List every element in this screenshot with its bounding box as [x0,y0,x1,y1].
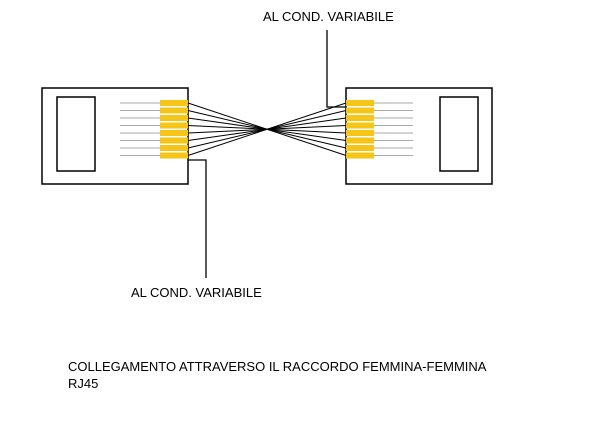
right-contact-pin [346,152,374,159]
left-rj45-connector [41,87,189,185]
diagram-caption-line-1: COLLEGAMENTO ATTRAVERSO IL RACCORDO FEMM… [68,359,487,374]
left-contact-pin [160,130,188,136]
left-contact-pin [160,137,188,144]
top-cable-leader [326,30,346,108]
left-contact-pin [160,152,188,159]
crossover-wire [187,102,347,156]
right-connector-contacts [346,100,374,159]
left-contact-pin [160,107,188,114]
diagram-caption-line-2: RJ45 [68,376,99,391]
crossover-wires [187,102,347,156]
right-contact-pin [346,145,374,151]
right-contact-pin [346,100,374,106]
left-contact-pin [160,145,188,151]
left-connector-contacts [160,100,188,159]
left-contact-pin [160,115,188,121]
right-contact-pin [346,122,374,129]
bottom-cable-label: AL COND. VARIABILE [131,285,262,300]
right-contact-pin [346,107,374,114]
left-connector-latch [56,96,96,172]
left-contact-pin [160,100,188,106]
top-cable-label: AL COND. VARIABILE [263,9,394,24]
right-connector-latch [439,96,479,172]
left-connector-leads [120,102,161,156]
right-connector-leads [373,102,413,156]
right-contact-pin [346,115,374,121]
bottom-cable-leader [188,159,207,278]
right-contact-pin [346,137,374,144]
left-contact-pin [160,122,188,129]
right-contact-pin [346,130,374,136]
right-rj45-connector [345,87,493,185]
